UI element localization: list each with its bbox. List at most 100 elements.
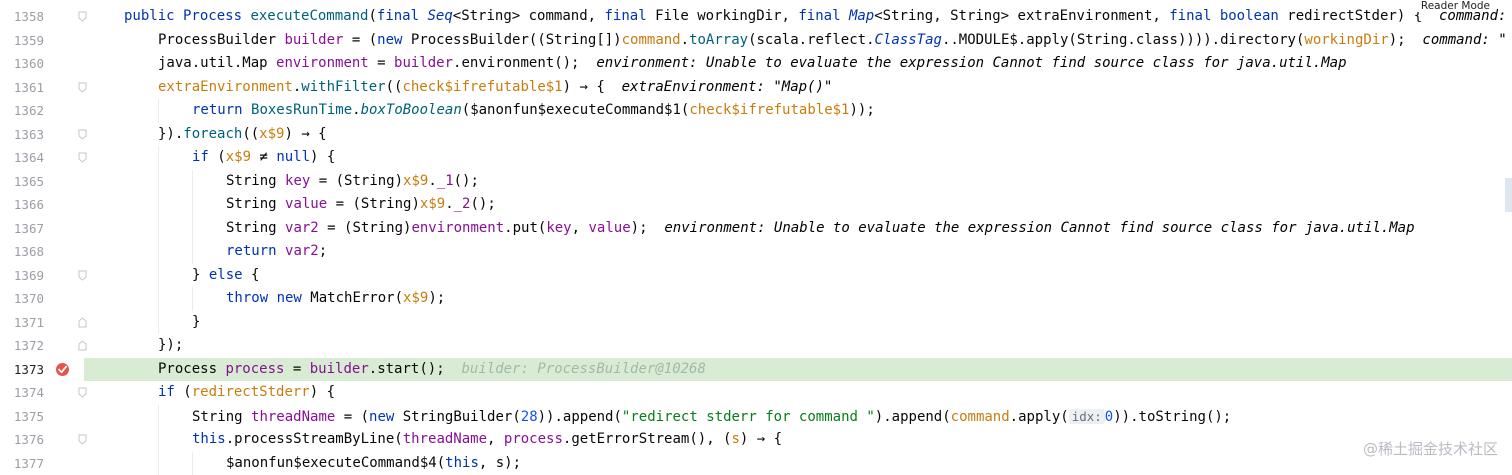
code-line[interactable]: 1363 }).foreach((x$9) → {: [0, 123, 1512, 147]
line-number: 1368: [0, 240, 44, 264]
line-number: 1372: [0, 334, 44, 358]
indent-guide: [158, 99, 159, 123]
code-text[interactable]: throw new MatchError(x$9);: [226, 287, 445, 311]
indent-guide: [192, 287, 193, 311]
code-line[interactable]: 1361 extraEnvironment.withFilter((check$…: [0, 76, 1512, 100]
code-area[interactable]: if (x$9 ≠ null) {: [84, 146, 1512, 170]
code-area[interactable]: return var2;: [84, 240, 1512, 264]
indent-guide: [192, 452, 193, 475]
line-number: 1360: [0, 52, 44, 76]
code-area[interactable]: String var2 = (String)environment.put(ke…: [84, 217, 1512, 241]
line-number: 1376: [0, 428, 44, 452]
line-number: 1370: [0, 287, 44, 311]
code-area[interactable]: return BoxesRunTime.boxToBoolean($anonfu…: [84, 99, 1512, 123]
line-number: 1373: [0, 358, 44, 382]
code-line[interactable]: 1376 this.processStreamByLine(threadName…: [0, 428, 1512, 452]
code-text[interactable]: return BoxesRunTime.boxToBoolean($anonfu…: [192, 99, 875, 123]
line-number: 1371: [0, 311, 44, 335]
indent-guide: [158, 146, 159, 170]
line-number: 1367: [0, 217, 44, 241]
code-line[interactable]: 1370 throw new MatchError(x$9);: [0, 287, 1512, 311]
code-text[interactable]: ProcessBuilder builder = (new ProcessBui…: [158, 29, 1507, 53]
line-number: 1364: [0, 146, 44, 170]
line-number: 1363: [0, 123, 44, 147]
line-number: 1361: [0, 76, 44, 100]
code-area[interactable]: public Process executeCommand(final Seq<…: [84, 5, 1512, 29]
code-area[interactable]: }).foreach((x$9) → {: [84, 123, 1512, 147]
code-text[interactable]: String key = (String)x$9._1();: [226, 170, 479, 194]
line-number: 1359: [0, 29, 44, 53]
code-text[interactable]: extraEnvironment.withFilter((check$ifref…: [158, 76, 832, 100]
code-text[interactable]: public Process executeCommand(final Seq<…: [124, 5, 1512, 29]
indent-guide: [158, 405, 159, 429]
line-number: 1366: [0, 193, 44, 217]
code-line[interactable]: 1377 $anonfun$executeCommand$4(this, s);: [0, 452, 1512, 475]
current-execution-line[interactable]: 1373 Process process = builder.start(); …: [0, 358, 1512, 382]
code-line[interactable]: 1365 String key = (String)x$9._1();: [0, 170, 1512, 194]
code-line[interactable]: 1367 String var2 = (String)environment.p…: [0, 217, 1512, 241]
parameter-hint: idx:: [1069, 409, 1105, 424]
line-number: 1365: [0, 170, 44, 194]
line-number: 1375: [0, 405, 44, 429]
code-line[interactable]: 1368 return var2;: [0, 240, 1512, 264]
code-text[interactable]: this.processStreamByLine(threadName, pro…: [192, 428, 782, 452]
line-number: 1374: [0, 381, 44, 405]
code-area[interactable]: String threadName = (new StringBuilder(2…: [84, 405, 1512, 429]
code-area[interactable]: if (redirectStderr) {: [84, 381, 1512, 405]
code-text[interactable]: if (redirectStderr) {: [158, 381, 335, 405]
code-text[interactable]: String threadName = (new StringBuilder(2…: [192, 405, 1231, 430]
code-area[interactable]: }: [84, 311, 1512, 335]
code-text[interactable]: });: [158, 334, 183, 358]
indent-guide: [158, 428, 159, 452]
indent-guide: [192, 240, 193, 264]
code-text[interactable]: return var2;: [226, 240, 327, 264]
indent-guide: [158, 193, 159, 217]
indent-guide: [158, 240, 159, 264]
indent-guide: [192, 170, 193, 194]
code-area[interactable]: Process process = builder.start(); build…: [84, 358, 1512, 382]
code-text[interactable]: java.util.Map environment = builder.envi…: [158, 52, 1347, 76]
code-area[interactable]: $anonfun$executeCommand$4(this, s);: [84, 452, 1512, 475]
code-area[interactable]: this.processStreamByLine(threadName, pro…: [84, 428, 1512, 452]
code-text[interactable]: $anonfun$executeCommand$4(this, s);: [226, 452, 521, 475]
code-line[interactable]: 1362 return BoxesRunTime.boxToBoolean($a…: [0, 99, 1512, 123]
code-line[interactable]: 1369 } else {: [0, 264, 1512, 288]
indent-guide: [158, 452, 159, 475]
code-area[interactable]: } else {: [84, 264, 1512, 288]
code-text[interactable]: Process process = builder.start(); build…: [158, 358, 706, 382]
code-area[interactable]: ProcessBuilder builder = (new ProcessBui…: [84, 29, 1512, 53]
code-area[interactable]: String value = (String)x$9._2();: [84, 193, 1512, 217]
code-area[interactable]: throw new MatchError(x$9);: [84, 287, 1512, 311]
code-area[interactable]: extraEnvironment.withFilter((check$ifref…: [84, 76, 1512, 100]
code-text[interactable]: String value = (String)x$9._2();: [226, 193, 496, 217]
indent-guide: [158, 311, 159, 335]
code-area[interactable]: String key = (String)x$9._1();: [84, 170, 1512, 194]
code-line[interactable]: 1358 public Process executeCommand(final…: [0, 5, 1512, 29]
code-line[interactable]: 1360 java.util.Map environment = builder…: [0, 52, 1512, 76]
reader-mode-toggle[interactable]: Reader Mode: [1417, 0, 1494, 12]
code-text[interactable]: }: [192, 311, 200, 335]
code-text[interactable]: if (x$9 ≠ null) {: [192, 146, 335, 170]
code-line[interactable]: 1375 String threadName = (new StringBuil…: [0, 405, 1512, 429]
line-number: 1362: [0, 99, 44, 123]
code-line[interactable]: 1359 ProcessBuilder builder = (new Proce…: [0, 29, 1512, 53]
line-number: 1369: [0, 264, 44, 288]
indent-guide: [158, 217, 159, 241]
breakpoint-icon[interactable]: [55, 362, 70, 377]
code-text[interactable]: }).foreach((x$9) → {: [158, 123, 327, 147]
code-line[interactable]: 1374 if (redirectStderr) {: [0, 381, 1512, 405]
code-line[interactable]: 1371 }: [0, 311, 1512, 335]
indent-guide: [192, 193, 193, 217]
code-area[interactable]: });: [84, 334, 1512, 358]
code-line[interactable]: 1366 String value = (String)x$9._2();: [0, 193, 1512, 217]
code-text[interactable]: String var2 = (String)environment.put(ke…: [226, 217, 1415, 241]
indent-guide: [158, 170, 159, 194]
scrollbar-marker[interactable]: [1505, 178, 1512, 212]
indent-guide: [158, 264, 159, 288]
indent-guide: [158, 287, 159, 311]
code-line[interactable]: 1372 });: [0, 334, 1512, 358]
code-area[interactable]: java.util.Map environment = builder.envi…: [84, 52, 1512, 76]
watermark: @稀土掘金技术社区: [1363, 438, 1498, 459]
code-line[interactable]: 1364 if (x$9 ≠ null) {: [0, 146, 1512, 170]
code-text[interactable]: } else {: [192, 264, 259, 288]
